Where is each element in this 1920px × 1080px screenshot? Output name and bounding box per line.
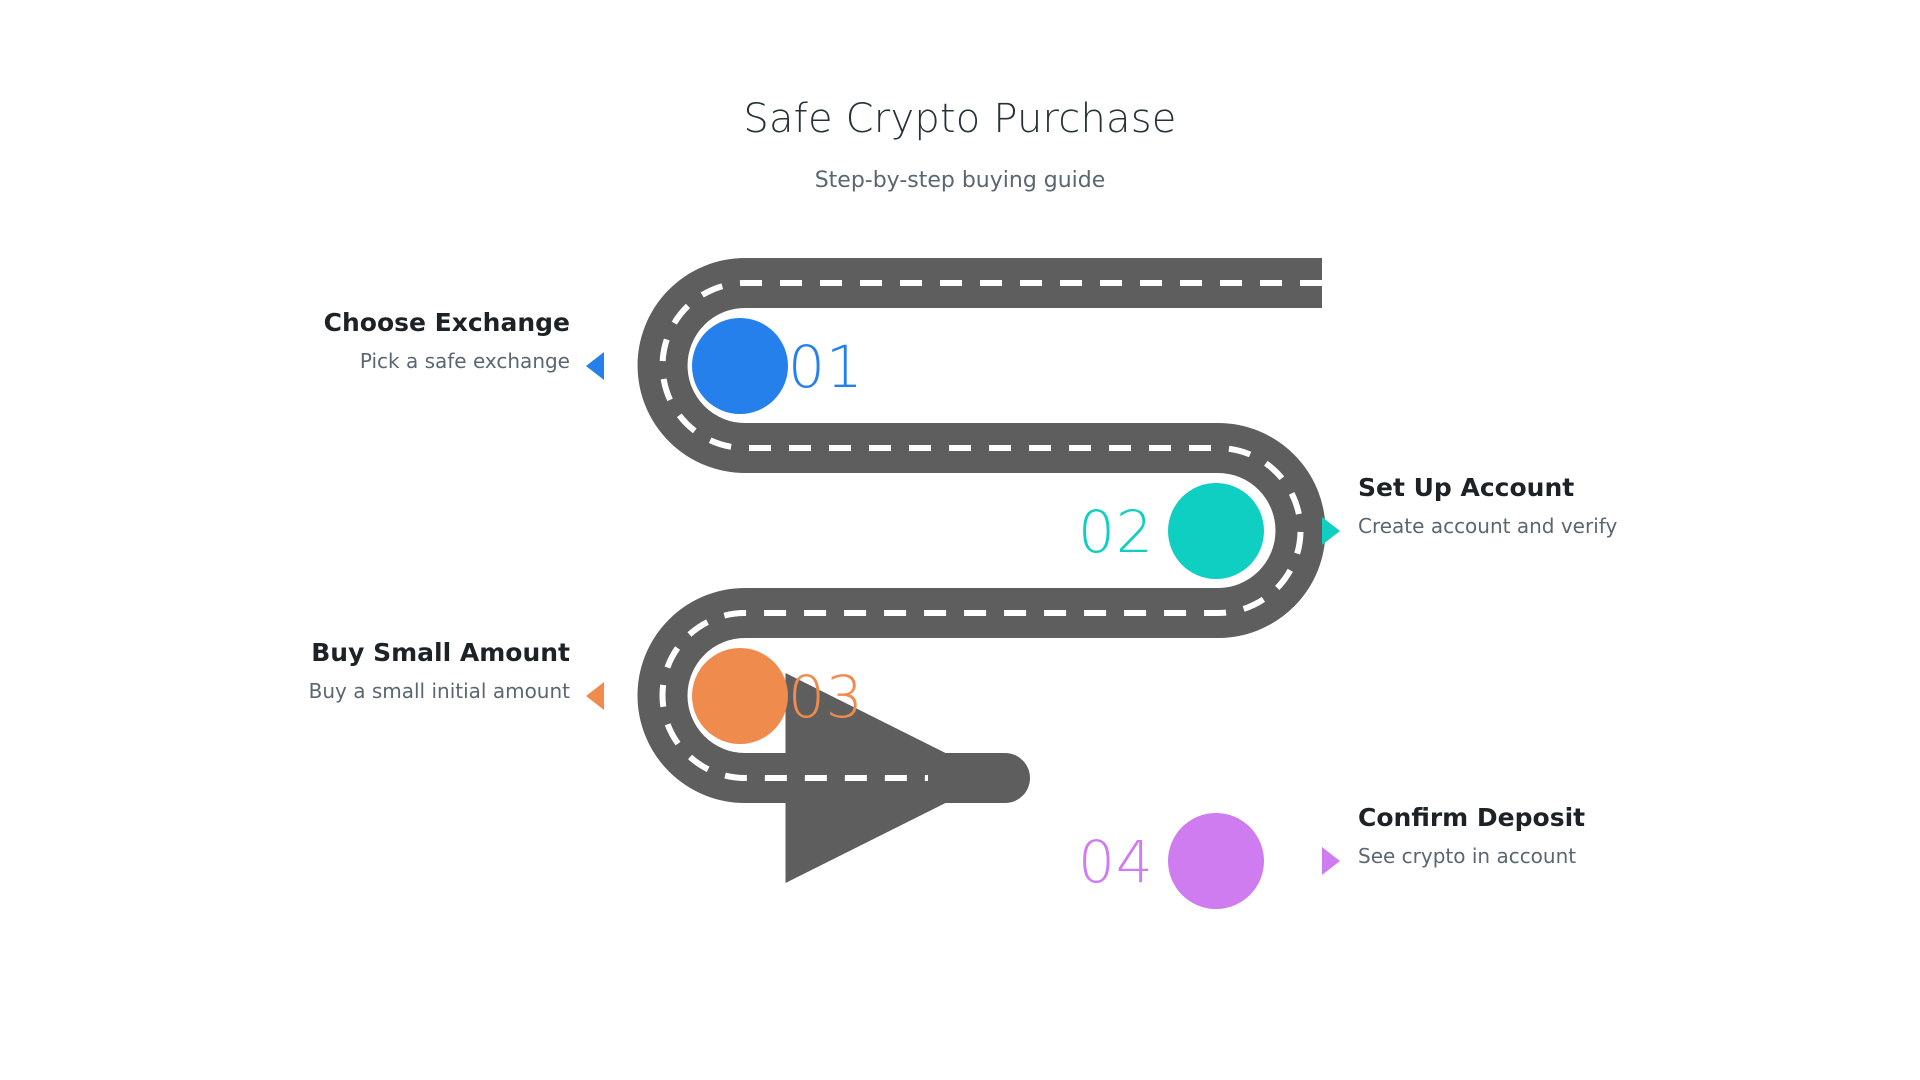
step-description-04: See crypto in account bbox=[1358, 844, 1577, 868]
triangle-left-icon-01 bbox=[586, 352, 604, 380]
step-number-02: 02 bbox=[1078, 498, 1154, 566]
step-description-02: Create account and verify bbox=[1358, 514, 1618, 538]
step-marker-dot-02 bbox=[1168, 483, 1264, 579]
triangle-left-icon-03 bbox=[586, 682, 604, 710]
step-title-03: Buy Small Amount bbox=[311, 638, 570, 667]
step-marker-dot-01 bbox=[692, 318, 788, 414]
header: Safe Crypto Purchase Step-by-step buying… bbox=[0, 96, 1920, 193]
step-label-01: Choose Exchange Pick a safe exchange bbox=[290, 308, 570, 373]
page-subtitle: Step-by-step buying guide bbox=[814, 168, 1106, 193]
step-label-02: Set Up Account Create account and verify bbox=[1358, 473, 1698, 538]
step-marker-dot-03 bbox=[692, 648, 788, 744]
step-description-03: Buy a small initial amount bbox=[308, 679, 570, 703]
step-number-01: 01 bbox=[788, 333, 864, 401]
step-number-04: 04 bbox=[1078, 828, 1154, 896]
road-center-line bbox=[659, 280, 1322, 781]
step-title-04: Confirm Deposit bbox=[1358, 803, 1586, 832]
step-description-01: Pick a safe exchange bbox=[359, 349, 570, 373]
step-title-01: Choose Exchange bbox=[323, 308, 570, 337]
step-title-02: Set Up Account bbox=[1358, 473, 1575, 502]
triangle-right-icon-02 bbox=[1322, 517, 1340, 545]
triangle-right-icon-04 bbox=[1322, 847, 1340, 875]
step-number-03: 03 bbox=[788, 663, 864, 731]
page-title: Safe Crypto Purchase bbox=[743, 96, 1177, 142]
step-label-03: Buy Small Amount Buy a small initial amo… bbox=[250, 638, 570, 703]
step-label-04: Confirm Deposit See crypto in account bbox=[1358, 803, 1698, 868]
step-marker-dot-04 bbox=[1168, 813, 1264, 909]
